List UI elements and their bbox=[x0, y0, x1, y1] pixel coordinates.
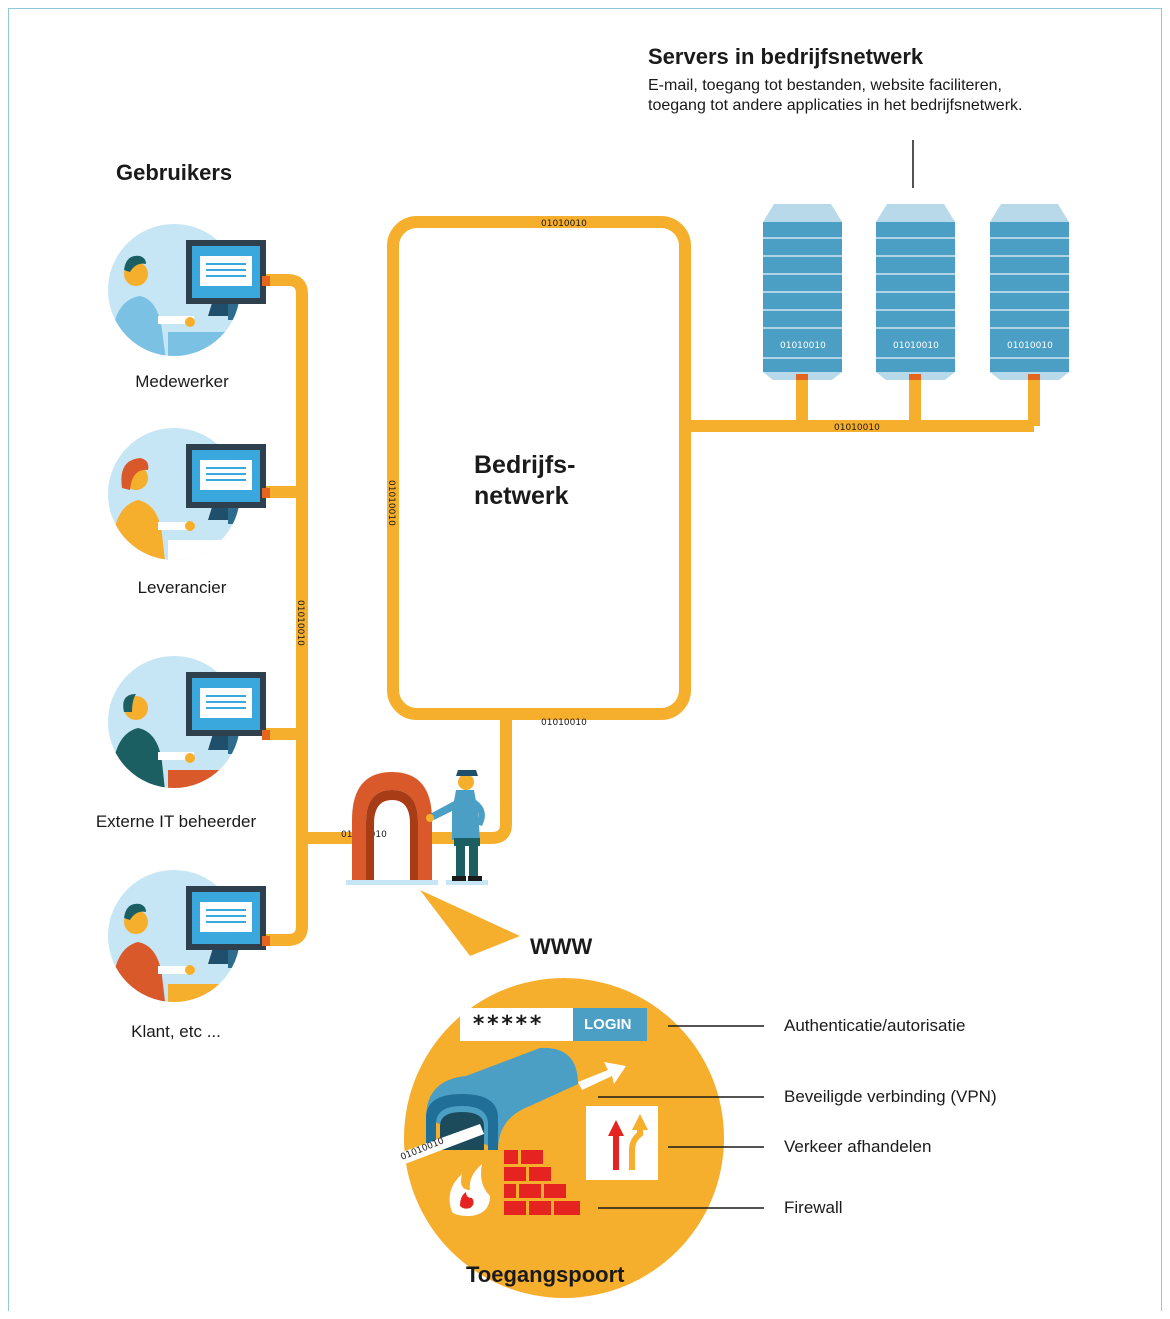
network-pipe-loop bbox=[387, 216, 691, 720]
traffic-sign-icon bbox=[586, 1106, 658, 1180]
gate-pipe bbox=[302, 714, 512, 844]
users-pipe-trunk bbox=[266, 274, 308, 946]
feature-firewall: Firewall bbox=[784, 1198, 843, 1217]
guard-icon bbox=[426, 770, 488, 885]
binary-top: 01010010 bbox=[541, 219, 587, 229]
server-1-binary: 01010010 bbox=[780, 341, 826, 351]
network-title-line1: Bedrijfs- bbox=[474, 451, 576, 479]
login-button-label[interactable]: LOGIN bbox=[584, 1016, 632, 1033]
firewall-icon bbox=[504, 1150, 580, 1215]
gateway-detail: 01010010 bbox=[399, 890, 724, 1298]
feature-vpn: Beveiligde verbinding (VPN) bbox=[784, 1087, 997, 1106]
password-mask: ***** bbox=[472, 1012, 544, 1037]
users-title: Gebruikers bbox=[116, 160, 233, 185]
gate-arch-icon bbox=[346, 772, 438, 885]
servers-description-line1: E-mail, toegang tot bestanden, website f… bbox=[648, 77, 1002, 94]
user-avatar-klant bbox=[108, 870, 270, 1002]
user-label-externe-it-beheerder: Externe IT beheerder bbox=[95, 812, 257, 831]
fire-icon bbox=[449, 1164, 490, 1216]
password-field[interactable] bbox=[460, 1008, 573, 1041]
servers-description-line2: toegang tot andere applicaties in het be… bbox=[648, 97, 1023, 114]
vpn-tunnel-icon bbox=[404, 1047, 626, 1172]
diagram-frame bbox=[8, 8, 1162, 1311]
server-rack-1 bbox=[763, 204, 842, 380]
feature-leader-lines bbox=[598, 1025, 764, 1209]
binary-left-vertical: 01010010 bbox=[386, 480, 396, 526]
user-label-klant: Klant, etc ... bbox=[131, 1022, 221, 1041]
pipes bbox=[266, 216, 1040, 946]
network-title-line2: netwerk bbox=[474, 482, 569, 510]
network-title: Bedrijfs- netwerk bbox=[474, 450, 575, 512]
user-label-medewerker: Medewerker bbox=[135, 372, 229, 391]
servers-title: Servers in bedrijfsnetwerk bbox=[648, 44, 924, 69]
login-button[interactable] bbox=[573, 1008, 647, 1041]
gateway-title: Toegangspoort bbox=[466, 1262, 625, 1287]
server-3-binary: 01010010 bbox=[1007, 341, 1053, 351]
www-label: WWW bbox=[530, 934, 593, 959]
binary-bottom: 01010010 bbox=[541, 718, 587, 728]
binary-server-line: 01010010 bbox=[834, 423, 880, 433]
user-label-leverancier: Leverancier bbox=[137, 578, 227, 597]
feature-verkeer: Verkeer afhandelen bbox=[784, 1137, 932, 1156]
server-pipe bbox=[685, 380, 1040, 432]
user-avatar-externe-it-beheerder bbox=[108, 656, 270, 788]
server-rack-3 bbox=[990, 204, 1069, 380]
user-avatar-medewerker bbox=[108, 224, 270, 356]
binary-users-vertical: 01010010 bbox=[295, 600, 305, 646]
feature-authenticatie: Authenticatie/autorisatie bbox=[784, 1016, 966, 1035]
server-2-binary: 01010010 bbox=[893, 341, 939, 351]
server-rack-2 bbox=[876, 204, 955, 380]
users-pipe-branches bbox=[266, 486, 302, 740]
user-avatar-leverancier bbox=[108, 428, 270, 560]
